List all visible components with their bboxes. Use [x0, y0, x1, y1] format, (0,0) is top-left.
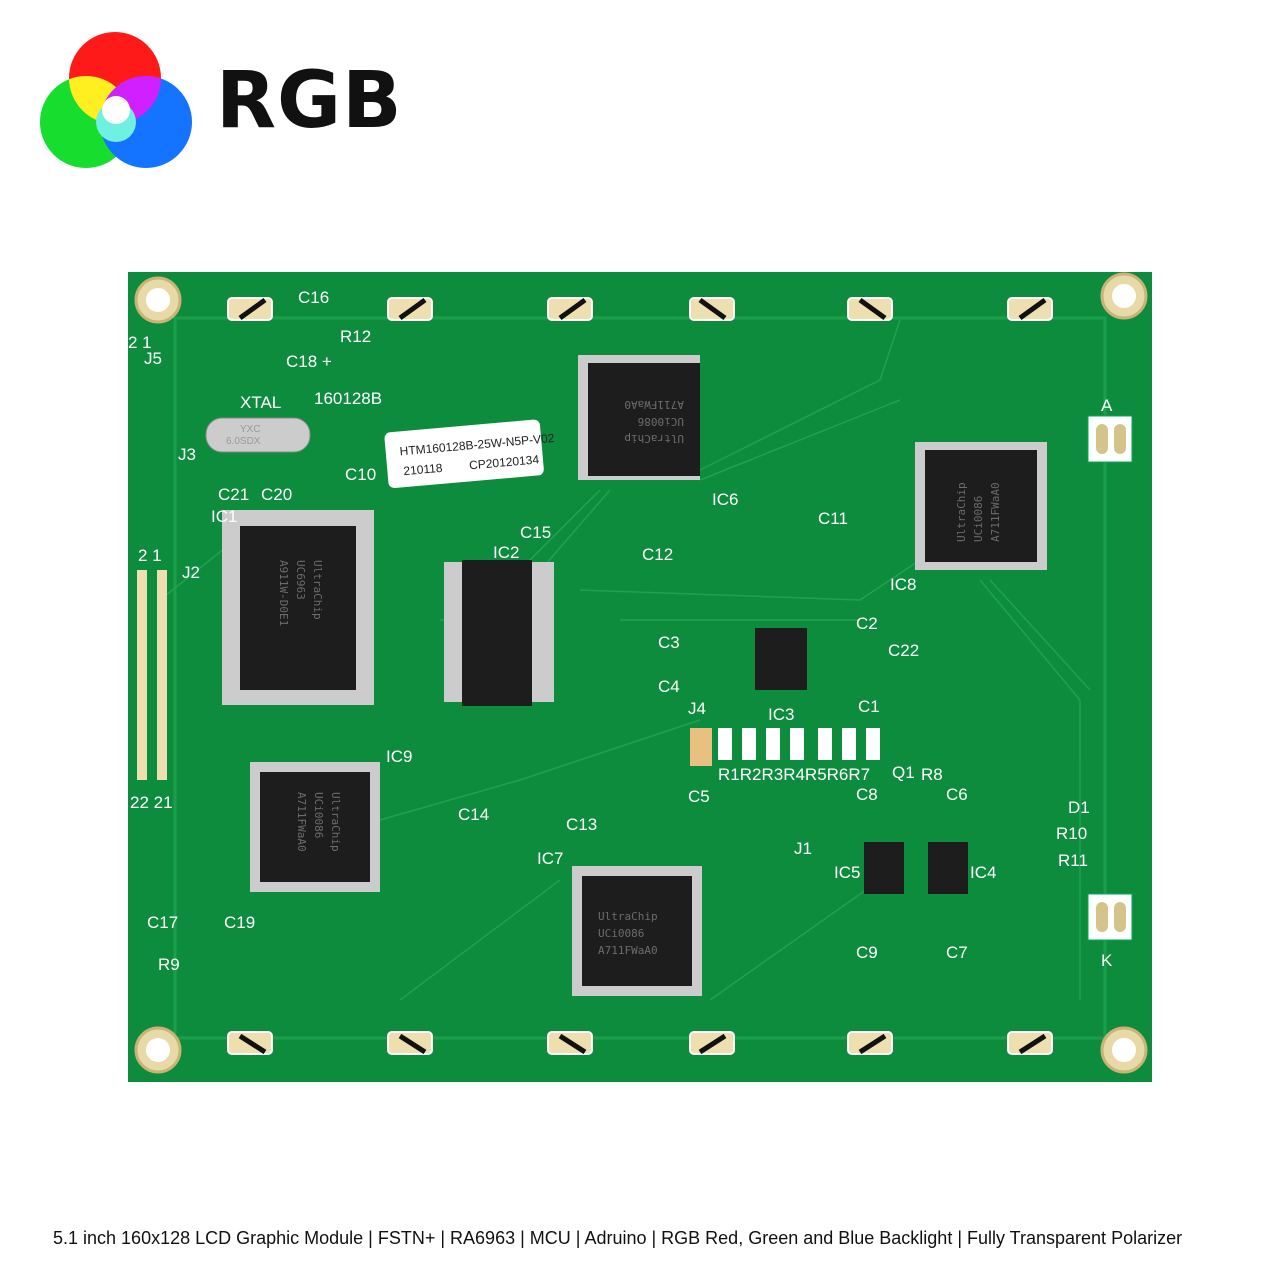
svg-text:C21: C21: [218, 485, 249, 504]
svg-text:A711FWaA0: A711FWaA0: [598, 944, 658, 957]
svg-text:IC1: IC1: [211, 507, 237, 526]
svg-text:K: K: [1101, 951, 1113, 970]
pin-header: [137, 570, 167, 780]
ic7-chip: UltraChip UCi0086 A711FWaA0: [572, 866, 702, 996]
svg-text:UC6963: UC6963: [294, 560, 307, 600]
svg-text:UltraChip: UltraChip: [624, 432, 684, 445]
svg-text:R10: R10: [1056, 824, 1087, 843]
svg-text:UCi0086: UCi0086: [638, 415, 684, 428]
svg-text:J1: J1: [794, 839, 812, 858]
svg-text:C4: C4: [658, 677, 680, 696]
svg-text:Q1: Q1: [892, 763, 915, 782]
svg-text:C10: C10: [345, 465, 376, 484]
svg-text:IC7: IC7: [537, 849, 563, 868]
svg-text:C22: C22: [888, 641, 919, 660]
svg-text:C5: C5: [688, 787, 710, 806]
svg-text:C3: C3: [658, 633, 680, 652]
crystal: YXC 6.0SDX: [205, 417, 311, 453]
rgb-logo-icon: [40, 32, 192, 168]
svg-text:C18 +: C18 +: [286, 352, 332, 371]
resistor-array: [690, 728, 880, 766]
svg-text:IC2: IC2: [493, 543, 519, 562]
svg-text:IC5: IC5: [834, 863, 860, 882]
svg-text:C2: C2: [856, 614, 878, 633]
svg-text:A711FWaA0: A711FWaA0: [989, 482, 1002, 542]
svg-text:C7: C7: [946, 943, 968, 962]
svg-text:C1: C1: [858, 697, 880, 716]
ic8-chip: UltraChip UCi0086 A711FWaA0: [915, 442, 1047, 570]
svg-text:R8: R8: [921, 765, 943, 784]
svg-text:6.0SDX: 6.0SDX: [226, 436, 261, 447]
svg-text:J5: J5: [144, 349, 162, 368]
svg-text:IC6: IC6: [712, 490, 738, 509]
svg-text:UltraChip: UltraChip: [329, 792, 342, 852]
svg-text:C16: C16: [298, 288, 329, 307]
svg-text:C19: C19: [224, 913, 255, 932]
svg-text:2 1: 2 1: [138, 546, 162, 565]
svg-text:C13: C13: [566, 815, 597, 834]
svg-text:R11: R11: [1058, 851, 1088, 870]
svg-text:CP20120134: CP20120134: [469, 452, 540, 472]
svg-text:IC3: IC3: [768, 705, 794, 724]
ic1-chip: UltraChip UC6963 A911W-D0E1: [222, 510, 374, 705]
svg-text:C11: C11: [818, 509, 848, 528]
svg-text:YXC: YXC: [240, 424, 261, 435]
svg-text:UltraChip: UltraChip: [311, 560, 324, 620]
svg-text:A911W-D0E1: A911W-D0E1: [277, 560, 290, 626]
svg-text:C20: C20: [261, 485, 292, 504]
serial-sticker: HTM160128B-25W-N5P-V02 210118 CP20120134: [384, 419, 555, 489]
svg-text:D1: D1: [1068, 798, 1090, 817]
svg-text:C14: C14: [458, 805, 489, 824]
svg-text:A711FWaA0: A711FWaA0: [295, 792, 308, 852]
svg-text:IC4: IC4: [970, 863, 996, 882]
ic6-chip: UltraChip UCi0086 A711FWaA0: [578, 355, 700, 480]
svg-text:R1R2R3R4R5R6R7: R1R2R3R4R5R6R7: [718, 765, 870, 784]
ic9-chip: UltraChip UCi0086 A711FWaA0: [250, 762, 380, 892]
product-caption: 5.1 inch 160x128 LCD Graphic Module | FS…: [53, 1228, 1183, 1248]
svg-text:XTAL: XTAL: [240, 393, 281, 412]
svg-text:C15: C15: [520, 523, 551, 542]
svg-text:C8: C8: [856, 785, 878, 804]
model-silk: 160128B: [314, 389, 382, 408]
svg-text:UltraChip: UltraChip: [598, 910, 658, 923]
small-ics: [755, 628, 968, 894]
svg-text:UCi0086: UCi0086: [972, 496, 985, 542]
svg-text:C12: C12: [642, 545, 673, 564]
brand-title: RGB: [216, 56, 403, 146]
svg-text:R12: R12: [340, 327, 371, 346]
svg-text:J4: J4: [688, 699, 706, 718]
svg-text:R9: R9: [158, 955, 180, 974]
svg-text:C9: C9: [856, 943, 878, 962]
svg-text:IC9: IC9: [386, 747, 412, 766]
svg-text:IC8: IC8: [890, 575, 916, 594]
silk-labels: C16 R12 C18 + 2 1 J5 J3 C21 C20 C10 IC1 …: [128, 288, 1113, 974]
svg-text:UCi0086: UCi0086: [312, 792, 325, 838]
mounting-holes: [134, 272, 1148, 1074]
svg-text:A711FWaA0: A711FWaA0: [624, 398, 684, 411]
svg-text:210118: 210118: [403, 461, 444, 478]
svg-text:C17: C17: [147, 913, 178, 932]
svg-text:J3: J3: [178, 445, 196, 464]
svg-text:C6: C6: [946, 785, 968, 804]
svg-text:J2: J2: [182, 563, 200, 582]
svg-text:UltraChip: UltraChip: [955, 482, 968, 542]
svg-text:2 1: 2 1: [128, 333, 152, 352]
svg-text:UCi0086: UCi0086: [598, 927, 644, 940]
ic2-chip: [444, 560, 554, 706]
svg-text:22 21: 22 21: [130, 793, 173, 812]
svg-text:A: A: [1101, 396, 1113, 415]
